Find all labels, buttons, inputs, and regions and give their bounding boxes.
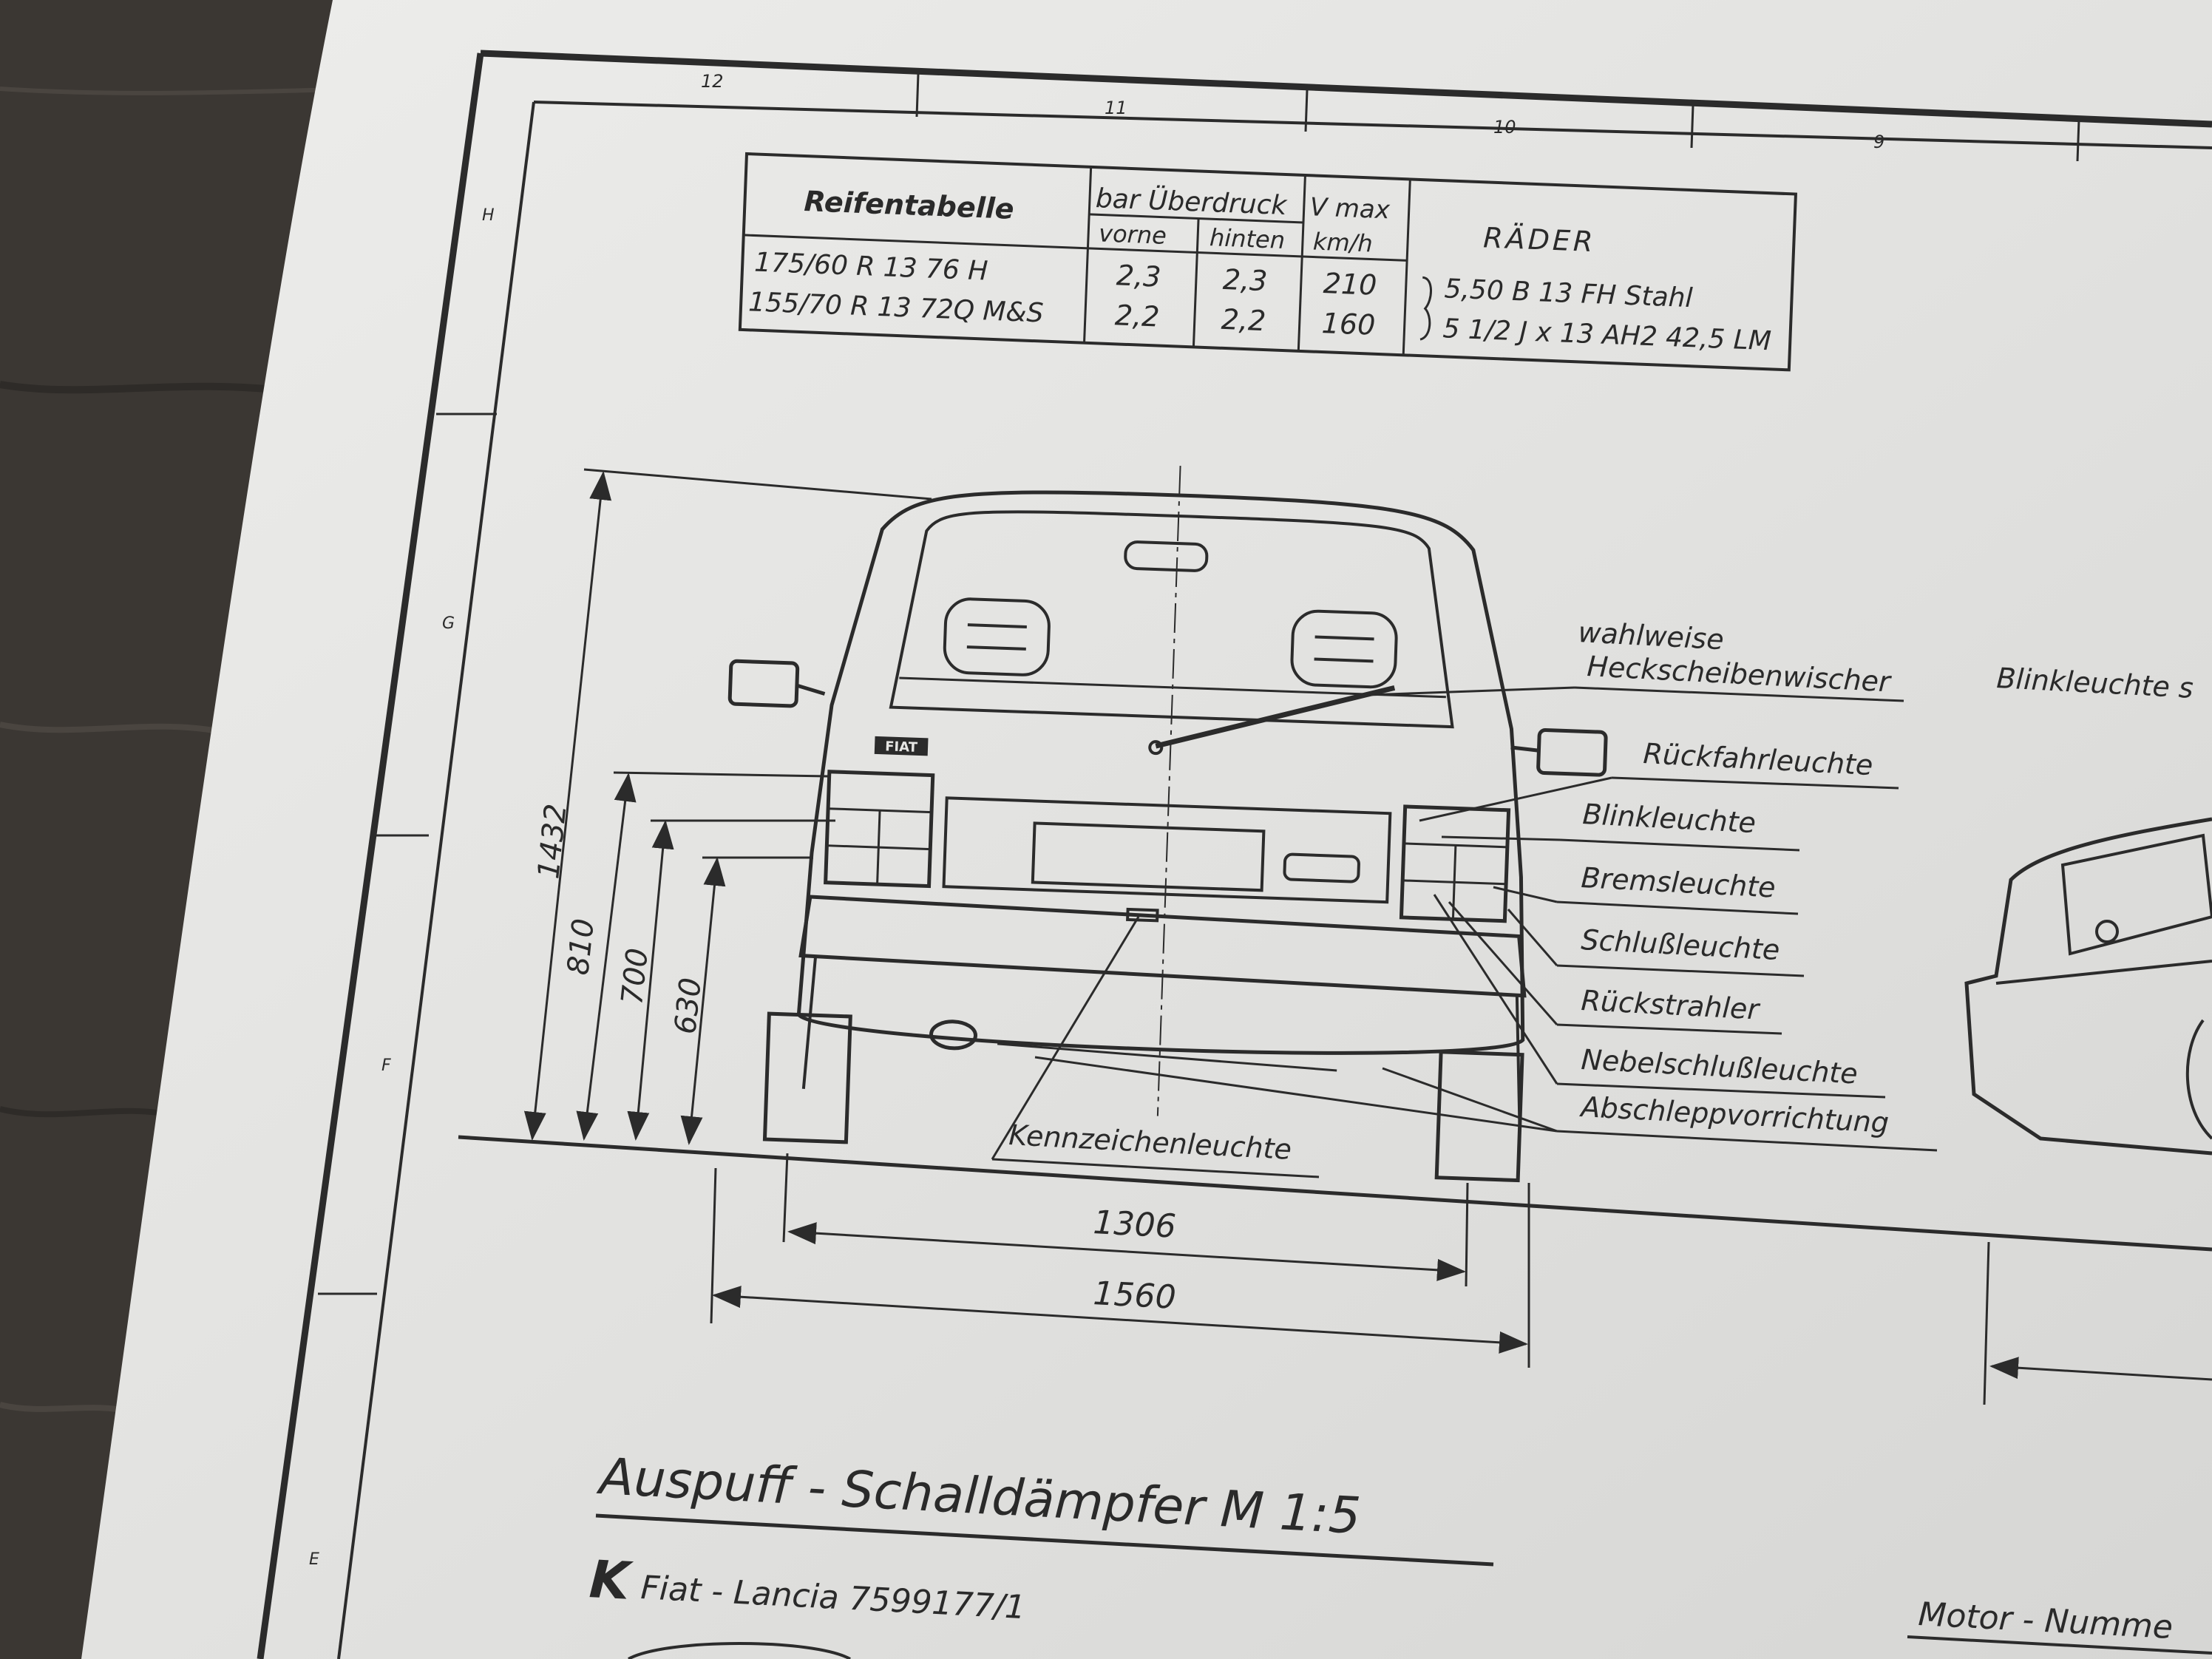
zone-label-12: 12 bbox=[701, 71, 724, 92]
ground-line bbox=[458, 1135, 2212, 1252]
row2-vmax: 160 bbox=[1321, 307, 1376, 342]
vmax-unit: km/h bbox=[1312, 228, 1373, 258]
rear-view-mirror bbox=[1124, 540, 1209, 572]
footer-k-mark: K bbox=[588, 1549, 634, 1612]
rear-wiper bbox=[1155, 685, 1396, 749]
row1-vmax: 210 bbox=[1323, 267, 1377, 302]
drawing-frame: 12 11 10 9 H G F E bbox=[257, 50, 2212, 1659]
zone-label-10: 10 bbox=[1493, 117, 1516, 138]
zone-label-9: 9 bbox=[1873, 132, 1884, 152]
zone-label-f: F bbox=[381, 1056, 391, 1075]
plate-recess bbox=[942, 796, 1392, 904]
row2-front: 2,2 bbox=[1114, 299, 1160, 333]
seat-left bbox=[943, 597, 1051, 676]
row1-front: 2,3 bbox=[1116, 259, 1161, 293]
dim-track-1306: 1306 bbox=[1092, 1204, 1177, 1246]
callout-wiper-1: wahlweise bbox=[1578, 616, 1725, 656]
mirror-right bbox=[1536, 728, 1608, 777]
pressure-header: bar Überdruck bbox=[1095, 183, 1289, 221]
dim-height-700: 700 bbox=[615, 946, 655, 1006]
rear-header: hinten bbox=[1209, 223, 1285, 254]
vmax-header: V max bbox=[1309, 192, 1391, 225]
dim-height-810: 810 bbox=[561, 917, 601, 977]
license-plate bbox=[1031, 821, 1266, 892]
zone-label-h: H bbox=[482, 206, 495, 225]
front-header: vorne bbox=[1099, 219, 1167, 249]
wheel-left bbox=[762, 1011, 852, 1144]
height-dimensions: 1432 810 700 630 bbox=[523, 468, 932, 1145]
tire-table: Reifentabelle bar Überdruck vorne hinten… bbox=[738, 152, 1798, 372]
zone-label-e: E bbox=[309, 1550, 319, 1569]
bumper bbox=[798, 895, 1527, 998]
width-dimensions: 1306 1560 bbox=[710, 1153, 1530, 1368]
seat-right bbox=[1290, 609, 1398, 689]
zone-label-g: G bbox=[442, 614, 455, 633]
side-view-partial bbox=[1964, 817, 2212, 1405]
tailgate-handle bbox=[1283, 852, 1360, 883]
dim-height-1432: 1432 bbox=[532, 802, 573, 881]
rear-window bbox=[889, 510, 1454, 729]
paper-sheet bbox=[81, 0, 2212, 1659]
tire-table-title: Reifentabelle bbox=[804, 185, 1015, 225]
row2-rear: 2,2 bbox=[1221, 303, 1266, 337]
fiat-badge-box bbox=[874, 736, 929, 756]
car-body-outline bbox=[796, 490, 1525, 1055]
mirror-left bbox=[727, 659, 800, 708]
zone-label-11: 11 bbox=[1105, 98, 1127, 118]
row1-rear: 2,3 bbox=[1222, 263, 1268, 297]
fiat-badge: FIAT bbox=[885, 739, 918, 756]
wheels-header: RÄDER bbox=[1483, 221, 1597, 258]
exhaust-pipe bbox=[929, 1020, 978, 1051]
dim-width-1560: 1560 bbox=[1092, 1275, 1177, 1317]
dim-height-630: 630 bbox=[668, 976, 708, 1036]
center-line bbox=[1156, 466, 1181, 1116]
